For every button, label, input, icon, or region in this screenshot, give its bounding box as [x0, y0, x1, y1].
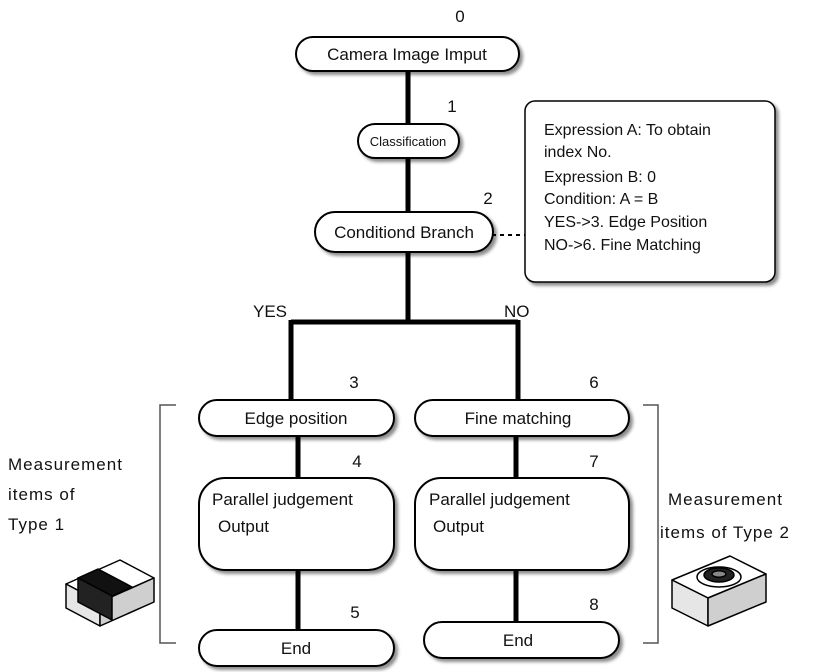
step-6-number: 6	[589, 373, 598, 392]
step-3-number: 3	[349, 373, 358, 392]
step-7-node: Parallel judgement Output 7	[414, 452, 630, 571]
step-5-label: End	[281, 639, 311, 658]
step-6-node: Fine matching 6	[414, 373, 630, 437]
step-1-node: Classification 1	[357, 97, 460, 159]
note-line-3: Expression B: 0	[544, 169, 656, 186]
type-1-label-line1: Measurement	[8, 455, 123, 474]
step-4-node: Parallel judgement Output 4	[198, 452, 395, 571]
note-line-4: Condition: A = B	[544, 191, 658, 208]
step-6-label: Fine matching	[465, 409, 572, 428]
type-2-label-line2: items of Type 2	[660, 523, 790, 542]
connector-lines	[288, 70, 521, 630]
note-line-1: Expression A: To obtain	[544, 122, 711, 139]
left-bracket	[159, 404, 176, 644]
step-4-label-line1: Parallel judgement	[212, 490, 353, 509]
type-2-item-icon	[671, 555, 767, 627]
step-2-number: 2	[483, 189, 492, 208]
step-3-label: Edge position	[244, 409, 347, 428]
step-7-label-line2: Output	[433, 517, 484, 536]
step-7-label-line1: Parallel judgement	[429, 490, 570, 509]
step-7-number: 7	[589, 452, 598, 471]
type-2-group-label: Measurement items of Type 2	[660, 490, 790, 542]
step-8-node: End 8	[423, 595, 620, 659]
step-1-label: Classification	[370, 134, 447, 149]
yes-branch-label: YES	[253, 302, 287, 321]
step-0-number: 0	[455, 7, 464, 26]
step-4-label-line2: Output	[218, 517, 269, 536]
note-line-6: NO->6. Fine Matching	[544, 237, 701, 254]
step-4-number: 4	[352, 452, 361, 471]
type-1-label-line2: items of	[8, 485, 76, 504]
type-1-group-label: Measurement items of Type 1	[8, 455, 123, 534]
step-5-node: End 5	[198, 603, 395, 667]
type-1-item-icon	[65, 559, 155, 627]
step-8-number: 8	[589, 595, 598, 614]
note-line-5: YES->3. Edge Position	[544, 214, 707, 231]
step-0-label: Camera Image Imput	[327, 45, 487, 64]
step-8-label: End	[503, 631, 533, 650]
step-0-node: Camera Image Imput 0	[295, 7, 520, 72]
note-line-2: index No.	[544, 144, 612, 161]
condition-note: Expression A: To obtain index No. Expres…	[524, 100, 776, 283]
step-5-number: 5	[350, 603, 359, 622]
right-bracket	[643, 404, 659, 644]
type-1-label-line3: Type 1	[8, 515, 65, 534]
step-3-node: Edge position 3	[198, 373, 395, 437]
step-1-number: 1	[447, 97, 456, 116]
type-2-label-line1: Measurement	[668, 490, 783, 509]
step-2-node: Conditiond Branch 2	[314, 189, 494, 253]
step-2-label: Conditiond Branch	[334, 223, 474, 242]
no-branch-label: NO	[504, 302, 530, 321]
